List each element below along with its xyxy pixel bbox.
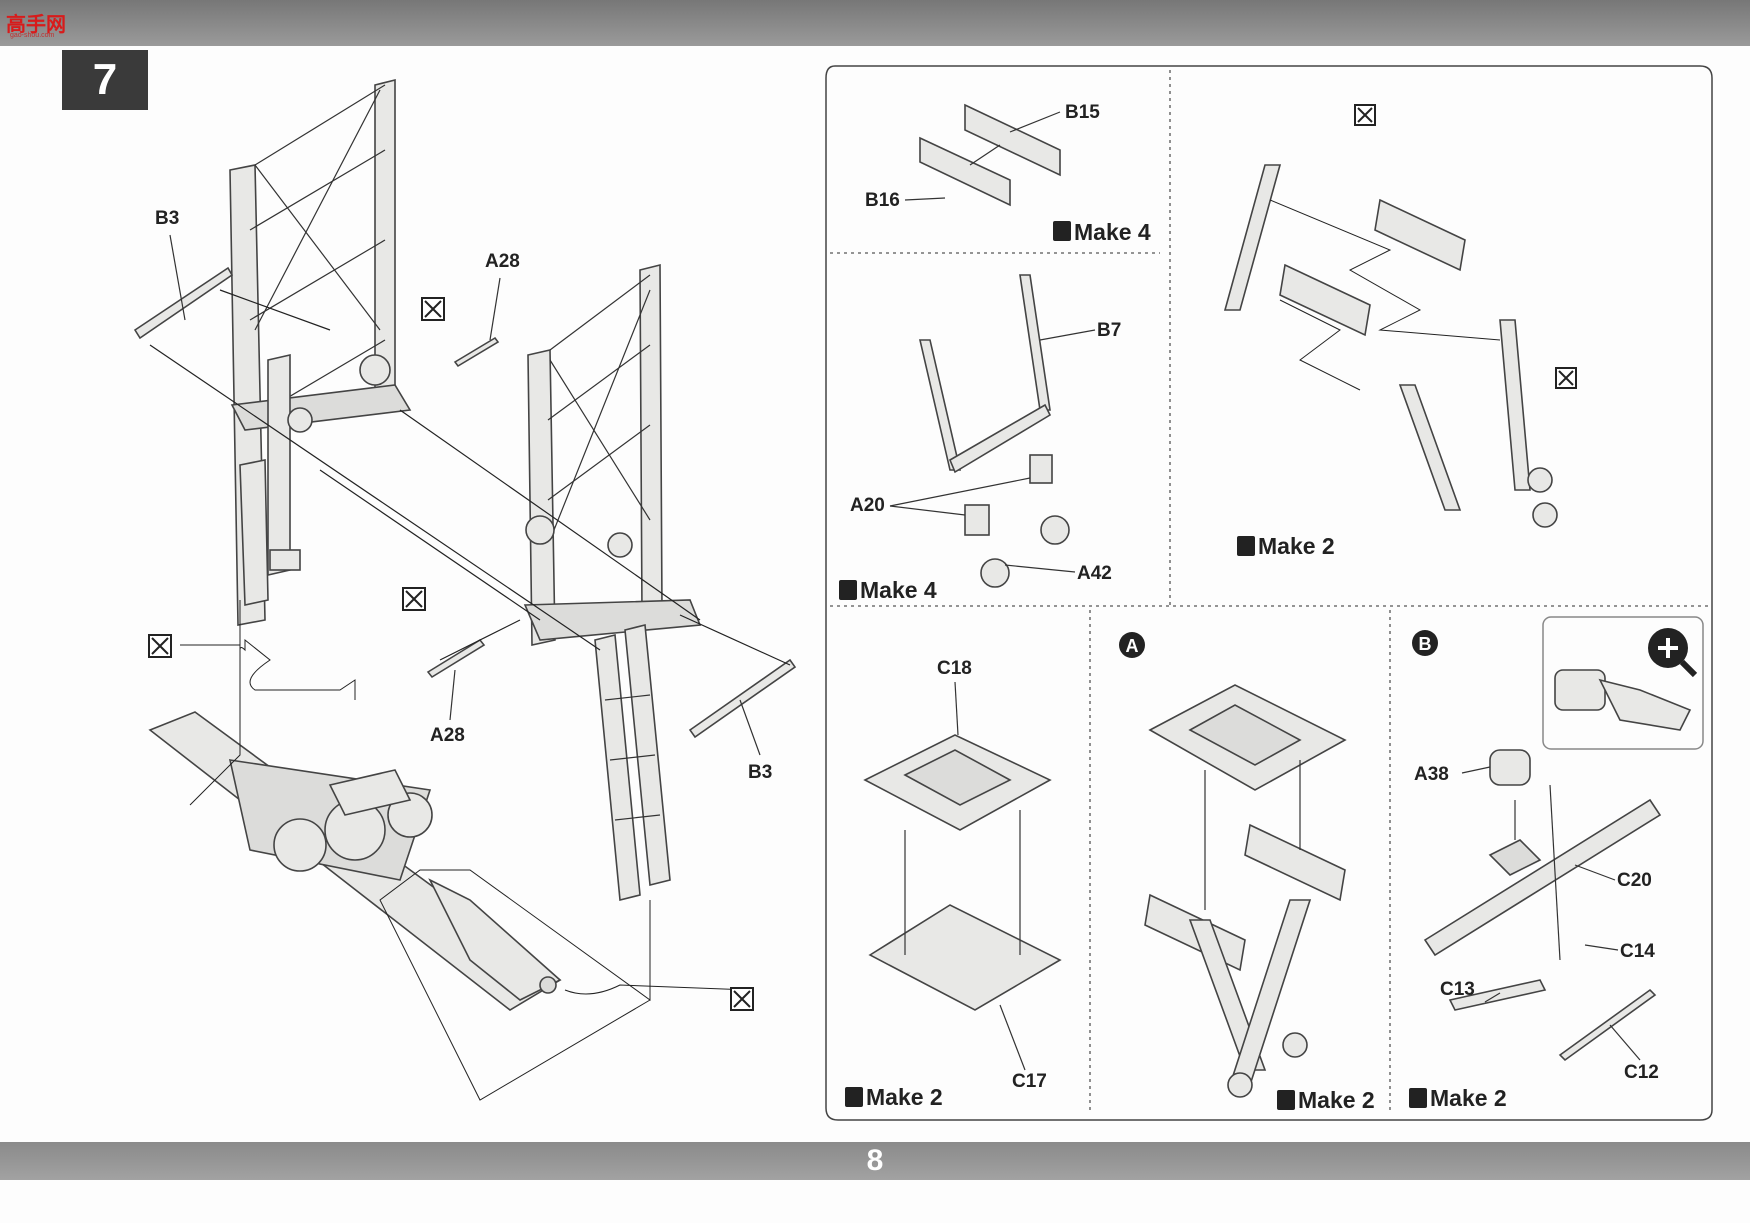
- no-glue-icon: [148, 634, 172, 658]
- panel-frame: [825, 65, 1713, 1121]
- no-glue-icon: [730, 987, 754, 1011]
- svg-text:C17: C17: [1012, 1071, 1047, 1092]
- svg-text:A20: A20: [850, 495, 885, 516]
- svg-text:C13: C13: [1440, 979, 1475, 1000]
- svg-text:C12: C12: [1624, 1062, 1659, 1083]
- left-tower: [229, 78, 412, 626]
- svg-text:B7: B7: [1097, 320, 1121, 341]
- step-number: 7: [62, 50, 148, 110]
- label-a28-bottom: A28: [430, 725, 465, 746]
- panel-detail-a: A Make 2: [1119, 632, 1375, 1113]
- no-glue-icon: [402, 587, 426, 611]
- svg-text:Make 2: Make 2: [866, 1084, 943, 1110]
- zoom-box: [1542, 616, 1704, 750]
- guide-lines: [180, 600, 751, 1101]
- right-tower: [523, 263, 702, 902]
- svg-text:B16: B16: [865, 190, 900, 211]
- label-b3-right: B3: [748, 762, 772, 783]
- svg-text:C14: C14: [1620, 941, 1655, 962]
- svg-text:A: A: [1126, 636, 1139, 656]
- part-a28-bottom: [426, 638, 486, 679]
- svg-text:Make 4: Make 4: [1074, 219, 1151, 245]
- part-a28-top: [453, 336, 500, 368]
- svg-text:C20: C20: [1617, 870, 1652, 891]
- label-a28-top: A28: [485, 251, 520, 272]
- svg-text:A38: A38: [1414, 764, 1449, 785]
- no-glue-icon: [421, 297, 445, 321]
- svg-text:C18: C18: [937, 658, 972, 679]
- svg-text:A42: A42: [1077, 563, 1112, 584]
- part-b3-left: [133, 266, 234, 340]
- panel-bogie: Make 2: [1223, 104, 1577, 559]
- panel-b7: B7 A20 A42 Make 4: [839, 274, 1121, 603]
- main-chassis: [148, 711, 562, 1011]
- svg-text:Make 2: Make 2: [1430, 1085, 1507, 1111]
- part-b3-right: [688, 658, 797, 739]
- panel-b15-b16: B15 B16 Make 4: [865, 102, 1151, 245]
- svg-text:Make 2: Make 2: [1258, 533, 1335, 559]
- bottom-band: [0, 1142, 1750, 1180]
- svg-text:B15: B15: [1065, 102, 1100, 123]
- panel-detail-b: B A38 C20 C14 C13 C12 Make 2: [1409, 628, 1698, 1111]
- svg-text:Make 4: Make 4: [860, 577, 937, 603]
- svg-text:B: B: [1419, 634, 1432, 654]
- panel-c17-c18: C18 C17 Make 2: [845, 658, 1062, 1110]
- label-b3-left: B3: [155, 208, 179, 229]
- svg-text:Make 2: Make 2: [1298, 1087, 1375, 1113]
- page-number: 8: [866, 1144, 884, 1177]
- top-band: [0, 0, 1750, 46]
